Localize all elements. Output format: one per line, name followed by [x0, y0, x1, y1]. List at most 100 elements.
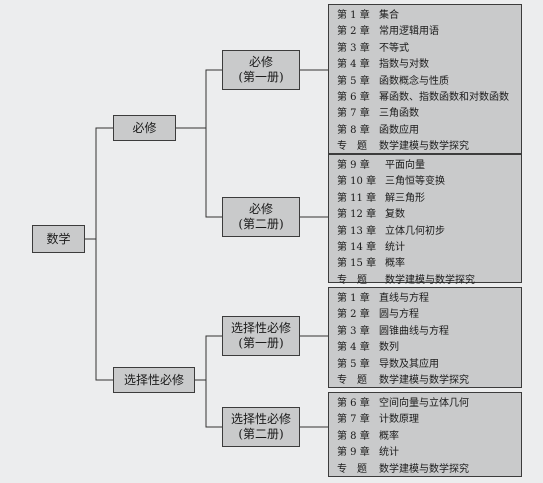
chapter-row: 第 8 章函数应用	[337, 123, 521, 139]
chapter-row: 第 8 章概率	[337, 429, 521, 445]
chapter-title: 圆锥曲线与方程	[379, 325, 449, 337]
chapter-row: 第 12 章复数	[337, 207, 521, 223]
chapter-panel-bixiu-2: 第 9 章 平面向量 第 10 章三角恒等变换 第 11 章解三角形 第 12 章…	[328, 154, 522, 286]
chapter-number: 第 9 章	[337, 160, 370, 171]
book-xuanze-1: 选择性必修 (第一册)	[222, 316, 300, 356]
chapter-row: 第 9 章统计	[337, 445, 521, 461]
chapter-title: 平面向量	[385, 160, 425, 171]
chapter-row: 第 1 章直线与方程	[337, 291, 521, 307]
chapter-row: 第 10 章三角恒等变换	[337, 174, 521, 190]
chapter-row: 第 5 章函数概念与性质	[337, 74, 521, 90]
book-label: 选择性必修	[230, 412, 291, 426]
chapter-number: 第 5 章	[337, 358, 370, 370]
root-label: 数学	[46, 231, 71, 246]
chapter-number: 第 6 章	[337, 92, 370, 104]
chapter-number: 第 4 章	[337, 342, 370, 354]
chapter-row: 第 1 章集合	[337, 8, 521, 24]
chapter-number: 第 11 章	[337, 192, 377, 204]
chapter-row: 第 6 章幂函数、指数函数和对数函数	[337, 90, 521, 106]
chapter-number: 第 10 章	[337, 176, 377, 188]
chapter-number: 第 1 章	[337, 10, 370, 21]
chapter-row: 第 2 章常用逻辑用语	[337, 24, 521, 40]
chapter-title: 统计	[379, 447, 399, 459]
chapter-number: 第 9 章	[337, 447, 370, 459]
branch-label: 选择性必修	[123, 372, 184, 387]
book-sub: (第二册)	[238, 427, 284, 441]
chapter-title: 导数及其应用	[379, 358, 439, 370]
chapter-row: 第 5 章导数及其应用	[337, 357, 521, 373]
chapter-number: 专 题	[337, 141, 367, 153]
chapter-title: 统计	[385, 242, 405, 254]
chapter-number: 第 3 章	[337, 325, 370, 337]
chapter-number: 第 7 章	[337, 108, 370, 120]
book-label: 选择性必修	[230, 321, 291, 335]
connector-bixiu	[176, 69, 222, 218]
chapter-number: 第 15 章	[337, 258, 377, 270]
chapter-number: 第 14 章	[337, 242, 377, 254]
chapter-title: 函数概念与性质	[379, 75, 449, 87]
chapter-panel-xuanze-1: 第 1 章直线与方程 第 2 章圆与方程 第 3 章圆锥曲线与方程 第 4 章数…	[328, 287, 522, 388]
chapter-title: 幂函数、指数函数和对数函数	[379, 92, 509, 104]
chapter-title: 常用逻辑用语	[379, 26, 439, 38]
branch-label: 必修	[132, 120, 157, 135]
root-node: 数学	[32, 225, 85, 253]
chapter-title: 不等式	[379, 42, 409, 54]
chapter-number: 第 6 章	[337, 398, 370, 409]
chapter-number: 专 题	[337, 274, 367, 286]
chapter-number: 第 5 章	[337, 75, 370, 87]
chapter-row: 第 9 章 平面向量	[337, 158, 521, 174]
chapter-row: 第 6 章空间向量与立体几何	[337, 396, 521, 412]
chapter-number: 第 8 章	[337, 124, 370, 136]
chapter-title: 圆与方程	[379, 309, 419, 321]
branch-bixiu: 必修	[113, 115, 176, 141]
chapter-title: 概率	[379, 430, 399, 442]
book-sub: (第一册)	[238, 70, 284, 84]
chapter-title: 直线与方程	[379, 293, 429, 304]
chapter-title: 集合	[379, 10, 399, 21]
chapter-row: 第 14 章统计	[337, 240, 521, 256]
book-label: 必修	[248, 55, 273, 69]
chapter-row: 第 4 章指数与对数	[337, 57, 521, 73]
connector-root	[85, 127, 113, 381]
book-xuanze-2: 选择性必修 (第二册)	[222, 407, 300, 447]
chapter-row: 第 3 章圆锥曲线与方程	[337, 324, 521, 340]
chapter-row: 专 题数学建模与数学探究	[337, 139, 521, 155]
chapter-title: 立体几何初步	[385, 225, 445, 237]
chapter-number: 第 13 章	[337, 225, 377, 237]
chapter-title: 计数原理	[379, 414, 419, 426]
chapter-row: 第 11 章解三角形	[337, 191, 521, 207]
chapter-row: 专 题数学建模与数学探究	[337, 462, 521, 478]
chapter-panel-xuanze-2: 第 6 章空间向量与立体几何 第 7 章计数原理 第 8 章概率 第 9 章统计…	[328, 392, 522, 477]
chapter-number: 第 2 章	[337, 309, 370, 321]
chapter-number: 第 3 章	[337, 42, 370, 54]
chapter-number: 第 1 章	[337, 293, 370, 304]
chapter-row: 第 7 章三角函数	[337, 106, 521, 122]
chapter-row: 第 7 章计数原理	[337, 412, 521, 428]
chapter-title: 数列	[379, 342, 399, 354]
chapter-number: 第 2 章	[337, 26, 370, 38]
chapter-title: 三角函数	[379, 108, 419, 120]
chapter-title: 解三角形	[385, 192, 425, 204]
book-bixiu-2: 必修 (第二册)	[222, 197, 300, 237]
branch-xuanze: 选择性必修	[113, 367, 195, 393]
chapter-title: 空间向量与立体几何	[379, 398, 469, 409]
chapter-title: 概率	[385, 258, 405, 270]
chapter-title: 数学建模与数学探究	[385, 274, 475, 286]
chapter-row: 第 4 章数列	[337, 340, 521, 356]
chapter-row: 第 3 章不等式	[337, 41, 521, 57]
book-sub: (第二册)	[238, 217, 284, 231]
chapter-row: 专 题 数学建模与数学探究	[337, 273, 521, 289]
chapter-title: 复数	[385, 209, 405, 221]
chapter-title: 函数应用	[379, 124, 419, 136]
book-sub: (第一册)	[238, 336, 284, 350]
book-label: 必修	[248, 202, 273, 216]
chapter-number: 第 8 章	[337, 430, 370, 442]
chapter-number: 专 题	[337, 463, 367, 475]
chapter-title: 指数与对数	[379, 59, 429, 71]
chapter-number: 第 4 章	[337, 59, 370, 71]
book-bixiu-1: 必修 (第一册)	[222, 50, 300, 90]
chapter-row: 专 题数学建模与数学探究	[337, 373, 521, 389]
chapter-panel-bixiu-1: 第 1 章集合 第 2 章常用逻辑用语 第 3 章不等式 第 4 章指数与对数 …	[328, 4, 522, 154]
